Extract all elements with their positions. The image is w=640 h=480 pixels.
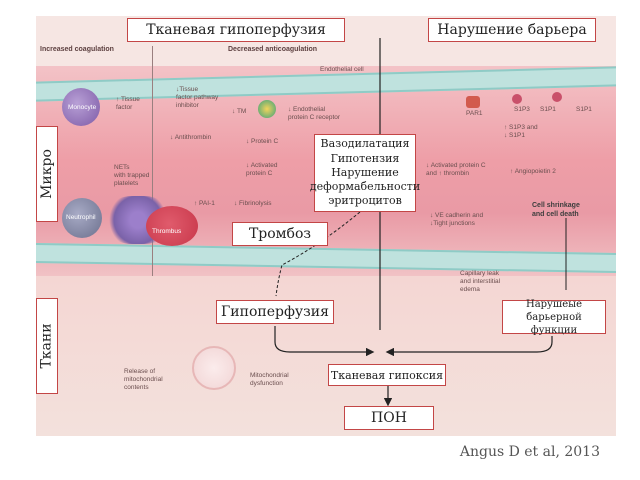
antithrombin-label: ↓ Antithrombin [170,134,212,141]
s1p1-receptor [552,92,562,102]
barrier-function-box: Нарушеые барьерной функции [502,299,606,336]
pai-label: ↑ PAI-1 [194,200,215,207]
tissue-hypoxia-box: Тканевая гипоксия [328,364,446,386]
s1p3-label: S1P3 [514,106,530,113]
hypoperfusion-box: Гипоперфузия [216,300,334,324]
micro-side-label: Микро [36,126,58,222]
protein-c-label: ↓ Protein C [246,138,279,145]
barrier-arrow [385,336,553,357]
hypoperfusion-arrow [274,326,375,357]
mof-box: ПОН [344,406,434,430]
thrombosis-box: Тромбоз [232,222,328,246]
s1p3-receptor [512,94,522,104]
section-divider [152,46,153,276]
thrombus-shape [146,206,198,246]
vasodilation-box: Вазодилатация Гипотензия Нарушение дефор… [310,134,420,212]
s1p-changes-label: ↑ S1P3 and↓ S1P1 [504,124,538,140]
neutrophil-label: Neutrophil [66,214,96,221]
par1-receptor [466,96,480,108]
decreased-anticoag-label: Decreased anticoagulation [228,46,318,53]
endothelial-cell-label: Endothelial cell [320,66,364,73]
tissue-hypoperfusion-box: Тканевая гипоперфузия [127,18,345,42]
citation-credit: Angus D et al, 2013 [459,444,600,460]
s1p1-label-a: S1P1 [540,106,556,113]
monocyte-cell [62,88,100,126]
tm-receptor [258,100,276,118]
tissue-side-label: Ткани [36,298,58,394]
s1p1-label-b: S1P1 [576,106,592,113]
thrombus-label: Thrombus [152,228,182,235]
increased-coag-label: Increased coagulation [40,46,114,53]
vasodilation-dash [275,211,361,297]
angiopoietin-label: ↑ Angiopoietin 2 [510,168,556,175]
neutrophil-cell [62,198,102,238]
barrier-disruption-box: Нарушение барьера [428,18,596,42]
monocyte-label: Monocyte [68,104,97,111]
par1-label: PAR1 [466,110,483,117]
fibrinolysis-label: ↓ Fibrinolysis [234,200,272,207]
tissue-cell [192,346,236,390]
ve-cadherin-label: ↓ VE cadherin and↓Tight junctions [430,212,484,228]
tm-label: ↓ TM [232,108,247,115]
